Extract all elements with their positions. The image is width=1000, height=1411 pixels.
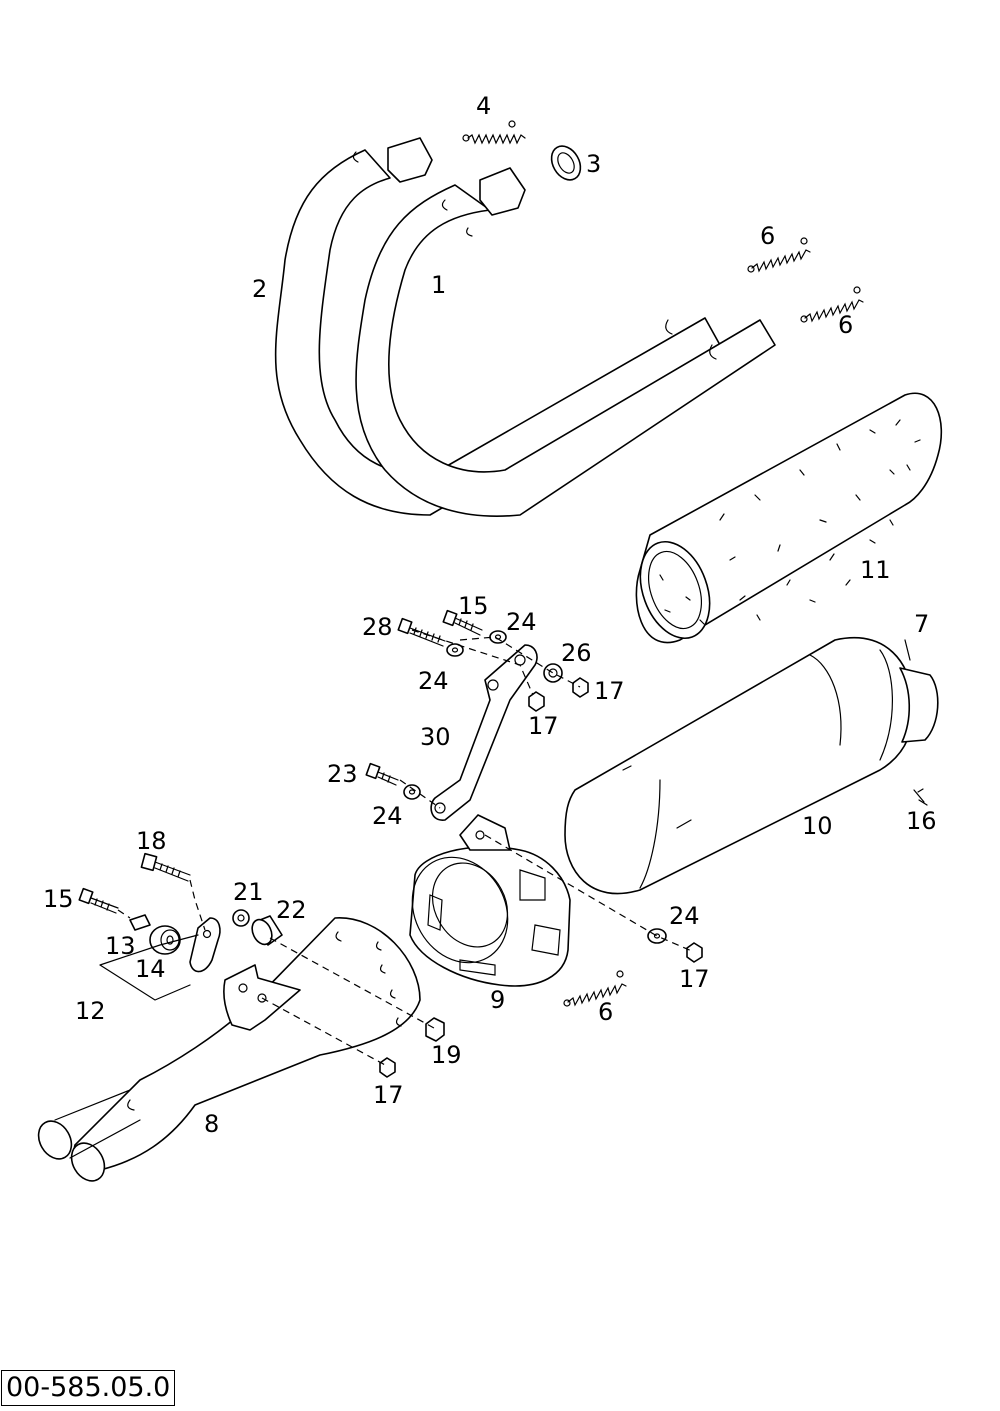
callout-12: 12 <box>75 997 106 1025</box>
callout-17-lower-right: 17 <box>679 965 710 993</box>
spacer-22 <box>251 915 283 946</box>
drawing-number: 00-585.05.0 <box>1 1370 176 1406</box>
nut-17-upper-left <box>528 691 545 712</box>
bolt-15-upper <box>442 609 483 636</box>
callout-16: 16 <box>906 807 937 835</box>
washer-24-upper-a <box>446 643 464 657</box>
callout-24-middle: 24 <box>372 802 403 830</box>
bolt-28 <box>397 617 446 647</box>
washer-24-lower <box>647 928 667 944</box>
bolt-18 <box>140 852 191 882</box>
bolt-15-lower <box>78 887 119 914</box>
callout-1: 1 <box>431 271 446 299</box>
silencer-body-10 <box>564 637 939 895</box>
callout-6-upper: 6 <box>760 222 775 250</box>
callout-3: 3 <box>586 150 601 178</box>
leader-lines <box>904 639 911 661</box>
callout-24-upper-right: 24 <box>506 608 537 636</box>
callout-19: 19 <box>431 1041 462 1069</box>
assembly-lines <box>99 629 695 1067</box>
rubber-buffer-14 <box>149 925 181 955</box>
y-pipe-mount-bracket <box>223 964 301 1031</box>
sleeve-13 <box>129 914 151 931</box>
callout-23: 23 <box>327 760 358 788</box>
washer-26 <box>543 663 563 683</box>
callout-9: 9 <box>490 986 505 1014</box>
nut-17-upper-right <box>572 677 589 698</box>
gasket-ring-3 <box>550 145 582 181</box>
callout-11: 11 <box>860 556 891 584</box>
callout-6-lower: 6 <box>598 998 613 1026</box>
callout-24-lower: 24 <box>669 902 700 930</box>
spring-4 <box>462 120 526 145</box>
callout-7: 7 <box>914 610 929 638</box>
callout-8: 8 <box>204 1110 219 1138</box>
rivet-16 <box>913 788 928 806</box>
holder-12 <box>189 917 221 973</box>
callout-18: 18 <box>136 827 167 855</box>
spring-6-lower <box>563 970 627 1007</box>
callout-6-middle: 6 <box>838 311 853 339</box>
callout-28: 28 <box>362 613 393 641</box>
clamp-9 <box>409 814 571 987</box>
callout-labels: 1 2 3 4 6 6 6 7 8 9 10 11 12 13 14 15 15… <box>43 92 937 1138</box>
callout-21: 21 <box>233 878 264 906</box>
spring-6-middle <box>800 286 864 323</box>
callout-17-lower-left: 17 <box>373 1081 404 1109</box>
bracket-30 <box>430 644 538 821</box>
callout-17-upper-left: 17 <box>528 712 559 740</box>
nut-17-lower-right <box>686 942 703 963</box>
callout-13: 13 <box>105 932 136 960</box>
callout-24-upper-left: 24 <box>418 667 449 695</box>
callout-14: 14 <box>135 955 166 983</box>
callout-26: 26 <box>561 639 592 667</box>
silencer-insert-11 <box>635 392 943 644</box>
callout-30: 30 <box>420 723 451 751</box>
callout-4: 4 <box>476 92 491 120</box>
washer-24-upper-b <box>489 630 507 644</box>
nut-19 <box>425 1017 445 1042</box>
callout-17-upper-right: 17 <box>594 677 625 705</box>
washer-24-middle <box>403 784 421 800</box>
bolt-23 <box>365 762 399 786</box>
callout-10: 10 <box>802 812 833 840</box>
callout-2: 2 <box>252 275 267 303</box>
callout-15-upper: 15 <box>458 592 489 620</box>
callout-22: 22 <box>276 896 307 924</box>
nut-17-lower-left <box>379 1057 396 1078</box>
spring-6-upper <box>747 237 811 273</box>
y-pipe-8 <box>37 917 421 1182</box>
washer-21 <box>232 909 250 927</box>
callout-15-lower: 15 <box>43 885 74 913</box>
header-pipe-1 <box>355 167 776 517</box>
